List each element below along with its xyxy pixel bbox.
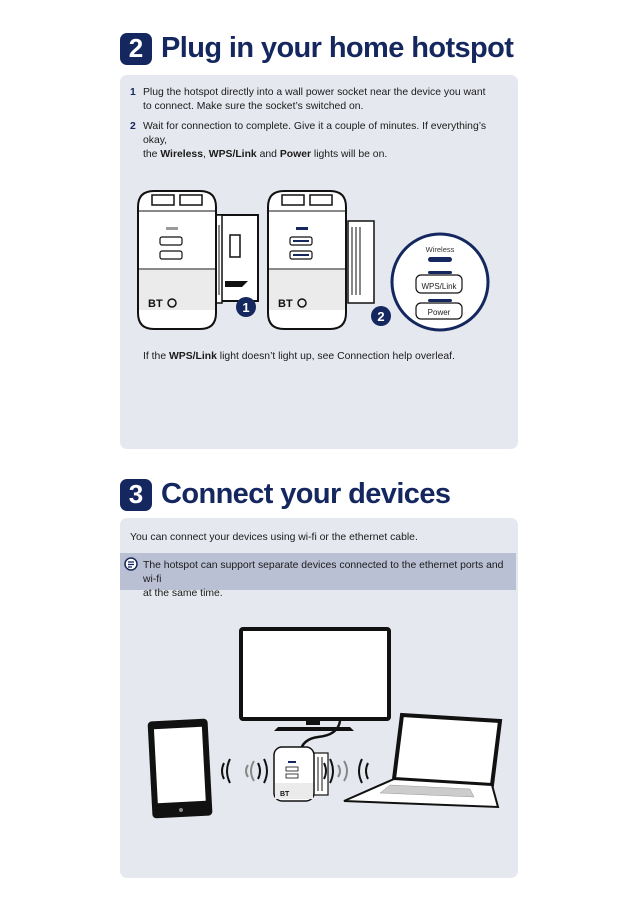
plug-in-illustration: BT 1 BT 2 Wireless WPS/Link Pow	[137, 190, 490, 332]
step-text: the	[143, 149, 161, 160]
step-number: 2	[130, 121, 136, 132]
connection-help-text: If the WPS/Link light doesn’t light up, …	[143, 350, 455, 364]
wifi-waves-right	[323, 758, 369, 784]
note-text-line: at the same time.	[143, 588, 223, 599]
section-number-badge: 3	[120, 478, 152, 511]
wps-link-button	[415, 274, 463, 294]
power-button	[415, 302, 463, 320]
hotspot-device-small: BT	[273, 746, 329, 802]
hotspot-device-2: BT	[267, 190, 375, 330]
wifi-waves-left	[221, 758, 268, 784]
section-title: Connect your devices	[161, 478, 451, 510]
wps-link-text: WPS/Link	[421, 282, 457, 291]
step-text-line: Plug the hotspot directly into a wall po…	[143, 87, 486, 98]
power-label: Power	[279, 149, 312, 160]
section-3-heading: 3 Connect your devices	[120, 478, 451, 511]
step-number: 1	[130, 87, 136, 98]
section-title: Plug in your home hotspot	[161, 32, 514, 64]
step-text: ,	[203, 149, 209, 160]
note-band	[120, 553, 516, 590]
step-text-line: Wait for connection to complete. Give it…	[143, 121, 487, 146]
callout-2-label: 2	[377, 309, 384, 324]
section-2-heading: 2 Plug in your home hotspot	[120, 32, 514, 65]
help-text: light doesn’t light up, see Connection h…	[216, 351, 455, 362]
wireless-label: Wireless	[160, 149, 203, 160]
plug-arrow	[225, 281, 248, 287]
callout-1	[236, 297, 256, 317]
wireless-light-label: Wireless	[426, 245, 455, 254]
step-text: lights will be on.	[311, 149, 388, 160]
note-text: The hotspot can support separate devices…	[143, 559, 513, 601]
ethernet-cable	[298, 720, 342, 754]
help-text: If the	[143, 351, 169, 362]
bt-logo: BT	[280, 791, 290, 798]
wps-link-label: WPS/Link	[208, 149, 257, 160]
tablet-icon	[147, 718, 213, 819]
power-text: Power	[428, 308, 451, 317]
note-text-line: The hotspot can support separate devices…	[143, 560, 504, 585]
step-text-line: to connect. Make sure the socket’s switc…	[143, 101, 364, 112]
tv-icon	[239, 627, 391, 731]
wireless-light	[428, 257, 452, 262]
hotspot-device-1: BT	[137, 190, 259, 330]
laptop-icon	[343, 712, 503, 809]
bt-logo: BT	[148, 298, 163, 310]
section-3-intro: You can connect your devices using wi-fi…	[130, 532, 418, 543]
status-lights-zoom: Wireless WPS/Link Power	[390, 232, 490, 332]
callout-2	[371, 306, 391, 326]
step-1: 1 Plug the hotspot directly into a wall …	[130, 86, 500, 114]
note-icon	[124, 557, 138, 571]
bt-logo: BT	[278, 298, 293, 310]
section-number-badge: 2	[120, 32, 152, 65]
callout-1-label: 1	[242, 300, 249, 315]
step-text: and	[256, 149, 280, 160]
devices-illustration: BT	[147, 627, 503, 819]
socket-switch	[229, 234, 241, 258]
help-wps-link: WPS/Link	[169, 351, 217, 362]
step-2: 2 Wait for connection to complete. Give …	[130, 120, 500, 162]
